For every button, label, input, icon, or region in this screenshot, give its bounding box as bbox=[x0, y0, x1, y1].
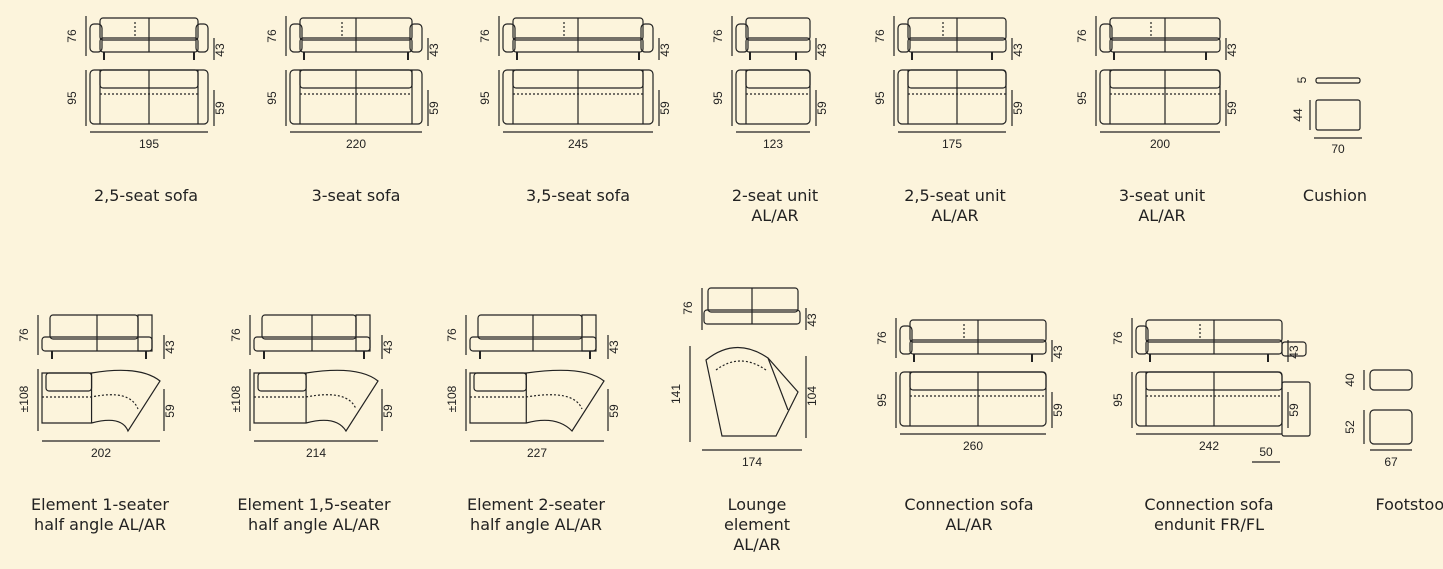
item-drawing-1: 76 43 95 59 195 bbox=[65, 16, 227, 151]
item-label-10: Element 2-seater half angle AL/AR bbox=[467, 495, 605, 534]
item-drawing-3: 76 43 95 59 245 bbox=[478, 16, 672, 151]
dim-depth: 95 bbox=[711, 91, 725, 105]
dim-seat-height: 43 bbox=[805, 313, 819, 327]
dim-front-height: 76 bbox=[265, 29, 279, 43]
dim-width: 242 bbox=[1199, 439, 1219, 453]
item-label-13: Connection sofa endunit FR/FL bbox=[1144, 495, 1274, 534]
dim-seat-height: 43 bbox=[607, 340, 621, 354]
dim-seat-height: 43 bbox=[163, 340, 177, 354]
item-label-14: Footstool bbox=[1375, 495, 1443, 514]
item-label-11: Lounge element AL/AR bbox=[724, 495, 790, 554]
dim-depth: 44 bbox=[1291, 108, 1305, 122]
dim-seat-height: 43 bbox=[1225, 43, 1239, 57]
dim-front-height: 76 bbox=[711, 29, 725, 43]
dim-depth: ±108 bbox=[17, 385, 31, 412]
dim-width: 174 bbox=[742, 455, 762, 469]
dim-thickness: 5 bbox=[1295, 76, 1309, 83]
dim-width: 220 bbox=[346, 137, 366, 151]
dim-front-height: 76 bbox=[229, 328, 243, 342]
dim-front-height: 76 bbox=[478, 29, 492, 43]
dim-front-height: 76 bbox=[681, 301, 695, 315]
dim-depth: 95 bbox=[478, 91, 492, 105]
dim-height: 40 bbox=[1343, 373, 1357, 387]
dim-width: 195 bbox=[139, 137, 159, 151]
dim-depth: 95 bbox=[873, 91, 887, 105]
item-label-4: 2-seat unit AL/AR bbox=[731, 186, 819, 225]
dim-seat-depth: 59 bbox=[658, 101, 672, 115]
item-drawing-5: 76 43 95 59 175 bbox=[873, 16, 1025, 151]
dim-front-height: 76 bbox=[17, 328, 31, 342]
item-label-7: Cushion bbox=[1302, 186, 1368, 205]
dim-width: 214 bbox=[306, 446, 326, 460]
dim-width: 202 bbox=[91, 446, 111, 460]
dim-seat-height: 43 bbox=[1011, 43, 1025, 57]
dim-extension: 50 bbox=[1259, 445, 1273, 459]
dim-seat-height: 43 bbox=[1287, 345, 1301, 359]
dim-seat-depth: 104 bbox=[805, 386, 819, 406]
item-drawing-4: 76 43 95 59 123 bbox=[711, 16, 829, 151]
dim-depth: 141 bbox=[669, 384, 683, 404]
dim-depth: 95 bbox=[265, 91, 279, 105]
item-drawing-10: 76 43 ±108 59 227 bbox=[445, 314, 621, 460]
dim-front-height: 76 bbox=[1075, 29, 1089, 43]
dim-depth: 95 bbox=[1075, 91, 1089, 105]
item-label-1: 2,5-seat sofa bbox=[93, 186, 199, 205]
item-label-8: Element 1-seater half angle AL/AR bbox=[31, 495, 169, 534]
dim-front-height: 76 bbox=[1111, 331, 1125, 345]
dim-depth: ±108 bbox=[229, 385, 243, 412]
item-drawing-12: 76 43 95 59 260 bbox=[875, 318, 1065, 453]
dim-depth: 95 bbox=[65, 91, 79, 105]
dim-seat-depth: 59 bbox=[427, 101, 441, 115]
item-drawing-8: 76 43 ±108 59 202 bbox=[17, 314, 177, 460]
dim-seat-height: 52 bbox=[1343, 420, 1357, 434]
dim-seat-depth: 59 bbox=[1011, 101, 1025, 115]
dim-width: 123 bbox=[763, 137, 783, 151]
dim-seat-height: 43 bbox=[213, 43, 227, 57]
dim-seat-depth: 59 bbox=[163, 404, 177, 418]
dim-width: 260 bbox=[963, 439, 983, 453]
dim-seat-depth: 59 bbox=[607, 404, 621, 418]
item-label-6: 3-seat unit AL/AR bbox=[1118, 186, 1206, 225]
item-drawing-9: 76 43 ±108 59 214 bbox=[229, 314, 395, 460]
dim-seat-height: 43 bbox=[658, 43, 672, 57]
dim-seat-height: 43 bbox=[427, 43, 441, 57]
dim-seat-depth: 59 bbox=[1287, 403, 1301, 417]
item-drawing-13: 76 43 95 59 242 50 bbox=[1111, 318, 1311, 463]
dim-seat-height: 43 bbox=[815, 43, 829, 57]
item-drawing-14: 40 52 67 bbox=[1343, 369, 1413, 469]
dim-front-height: 76 bbox=[875, 331, 889, 345]
dim-front-height: 76 bbox=[873, 29, 887, 43]
item-label-2: 3-seat sofa bbox=[311, 186, 401, 205]
dim-depth: 95 bbox=[875, 393, 889, 407]
dim-front-height: 76 bbox=[65, 29, 79, 43]
dim-seat-depth: 59 bbox=[213, 101, 227, 115]
item-label-5: 2,5-seat unit AL/AR bbox=[904, 186, 1006, 225]
dim-width: 67 bbox=[1384, 455, 1398, 469]
dim-seat-depth: 59 bbox=[381, 404, 395, 418]
item-drawing-2: 76 43 95 59 220 bbox=[265, 16, 441, 151]
dim-seat-depth: 59 bbox=[1225, 101, 1239, 115]
dim-seat-height: 43 bbox=[381, 340, 395, 354]
dim-depth: ±108 bbox=[445, 385, 459, 412]
dim-seat-depth: 59 bbox=[1051, 403, 1065, 417]
item-label-9: Element 1,5-seater half angle AL/AR bbox=[237, 495, 391, 534]
item-label-3: 3,5-seat sofa bbox=[525, 186, 631, 205]
dim-width: 227 bbox=[527, 446, 547, 460]
item-label-12: Connection sofa AL/AR bbox=[904, 495, 1034, 534]
item-drawing-6: 76 43 95 59 200 bbox=[1075, 16, 1239, 151]
dim-width: 70 bbox=[1331, 142, 1345, 156]
dim-front-height: 76 bbox=[445, 328, 459, 342]
dim-depth: 95 bbox=[1111, 393, 1125, 407]
dim-seat-depth: 59 bbox=[815, 101, 829, 115]
item-drawing-11: 76 43 141 104 174 bbox=[669, 287, 819, 469]
dim-width: 200 bbox=[1150, 137, 1170, 151]
item-drawing-7: 5 44 70 bbox=[1291, 76, 1362, 156]
dim-width: 245 bbox=[568, 137, 588, 151]
dim-width: 175 bbox=[942, 137, 962, 151]
dim-seat-height: 43 bbox=[1051, 345, 1065, 359]
